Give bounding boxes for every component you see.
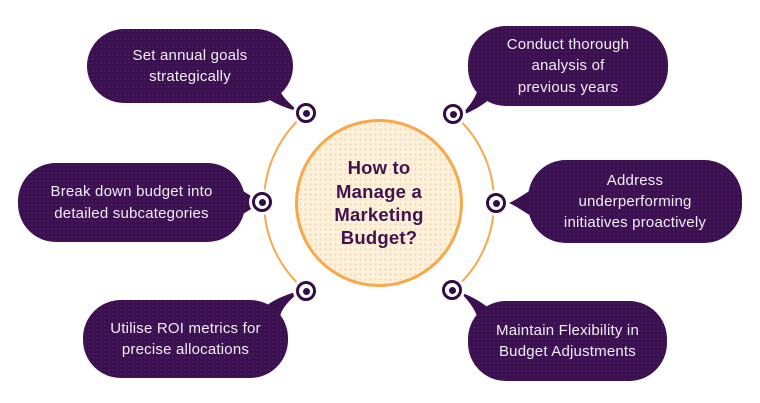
node-dot-icon bbox=[258, 198, 266, 206]
node-dot-icon bbox=[492, 199, 500, 207]
bubble-text-maintain-flexibility: Maintain Flexibility in Budget Adjustmen… bbox=[496, 321, 639, 360]
node-dot-icon bbox=[302, 109, 310, 117]
connector-node-top-left bbox=[296, 103, 316, 123]
bubble-text-address-underperforming: Address underperforming initiatives proa… bbox=[563, 171, 707, 232]
bubble-address-underperforming: Address underperforming initiatives proa… bbox=[528, 160, 742, 243]
connector-node-bottom-left bbox=[296, 281, 316, 301]
node-dot-icon bbox=[302, 287, 310, 295]
bubble-text-set-annual-goals: Set annual goals strategically bbox=[132, 46, 248, 85]
connector-node-middle-right bbox=[486, 193, 506, 213]
connector-node-top-right bbox=[443, 104, 463, 124]
center-topic-circle: How to Manage a Marketing Budget? bbox=[295, 119, 463, 287]
bubble-tail-middle-right bbox=[509, 189, 533, 217]
bubble-maintain-flexibility: Maintain Flexibility in Budget Adjustmen… bbox=[468, 301, 667, 381]
bubble-conduct-analysis: Conduct thorough analysis of previous ye… bbox=[468, 26, 668, 106]
bubble-set-annual-goals: Set annual goals strategically bbox=[87, 29, 293, 103]
bubble-text-conduct-analysis: Conduct thorough analysis of previous ye… bbox=[506, 36, 630, 96]
bubble-text-break-down-budget: Break down budget into detailed subcateg… bbox=[50, 183, 213, 222]
bubble-utilise-roi: Utilise ROI metrics for precise allocati… bbox=[83, 300, 288, 378]
connector-node-middle-left bbox=[252, 192, 272, 212]
node-dot-icon bbox=[449, 110, 457, 118]
node-dot-icon bbox=[448, 286, 456, 294]
diagram-title: How to Manage a Marketing Budget? bbox=[334, 157, 424, 249]
bubble-break-down-budget: Break down budget into detailed subcateg… bbox=[18, 163, 245, 242]
bubble-text-utilise-roi: Utilise ROI metrics for precise allocati… bbox=[110, 319, 261, 358]
connector-node-bottom-right bbox=[442, 280, 462, 300]
